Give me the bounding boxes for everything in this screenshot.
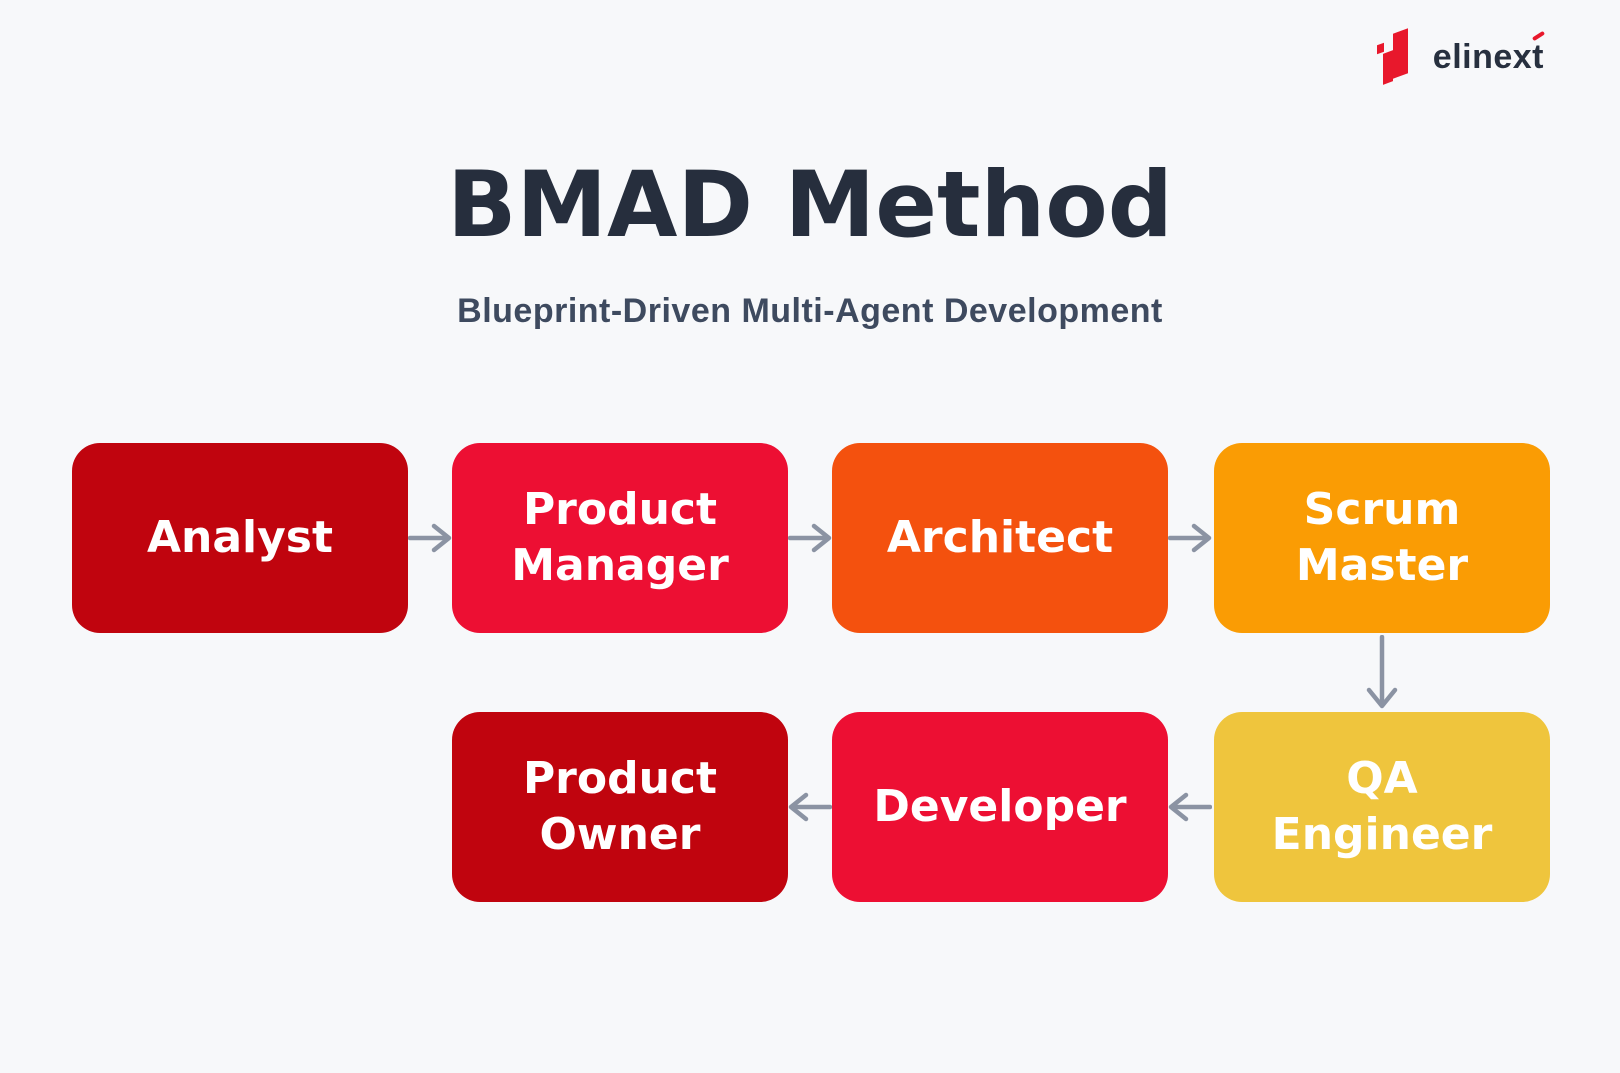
node-label-developer: Developer <box>873 780 1127 832</box>
node-label-qa-engineer: QA Engineer <box>1271 752 1493 860</box>
node-architect: Architect <box>832 443 1168 633</box>
right-arrow-icon connector-analyst-to-product-manager <box>408 523 452 553</box>
page-subtitle: Blueprint-Driven Multi-Agent Development <box>457 292 1163 330</box>
page-title: BMAD Method <box>447 153 1173 258</box>
left-arrow-icon connector-qa-engineer-to-developer <box>1168 792 1212 822</box>
node-scrum-master: Scrum Master <box>1214 443 1550 633</box>
right-arrow-icon connector-architect-to-scrum-master <box>1168 523 1212 553</box>
node-product-manager: Product Manager <box>452 443 788 633</box>
node-label-product-owner: Product Owner <box>522 752 718 860</box>
left-arrow-icon connector-developer-to-product-owner <box>788 792 832 822</box>
node-label-scrum-master: Scrum Master <box>1295 483 1469 591</box>
down-arrow-icon connector-scrum-master-to-qa-engineer <box>1366 635 1398 709</box>
node-label-product-manager: Product Manager <box>511 483 729 591</box>
brand-name-text: elinext <box>1432 37 1544 76</box>
node-product-owner: Product Owner <box>452 712 788 902</box>
brand-name: elinext <box>1432 30 1546 77</box>
brand-logo: elinext <box>1376 28 1546 85</box>
node-label-analyst: Analyst <box>146 511 334 563</box>
node-label-architect: Architect <box>886 511 1114 563</box>
node-analyst: Analyst <box>72 443 408 633</box>
right-arrow-icon connector-product-manager-to-architect <box>788 523 832 553</box>
node-developer: Developer <box>832 712 1168 902</box>
node-qa-engineer: QA Engineer <box>1214 712 1550 902</box>
